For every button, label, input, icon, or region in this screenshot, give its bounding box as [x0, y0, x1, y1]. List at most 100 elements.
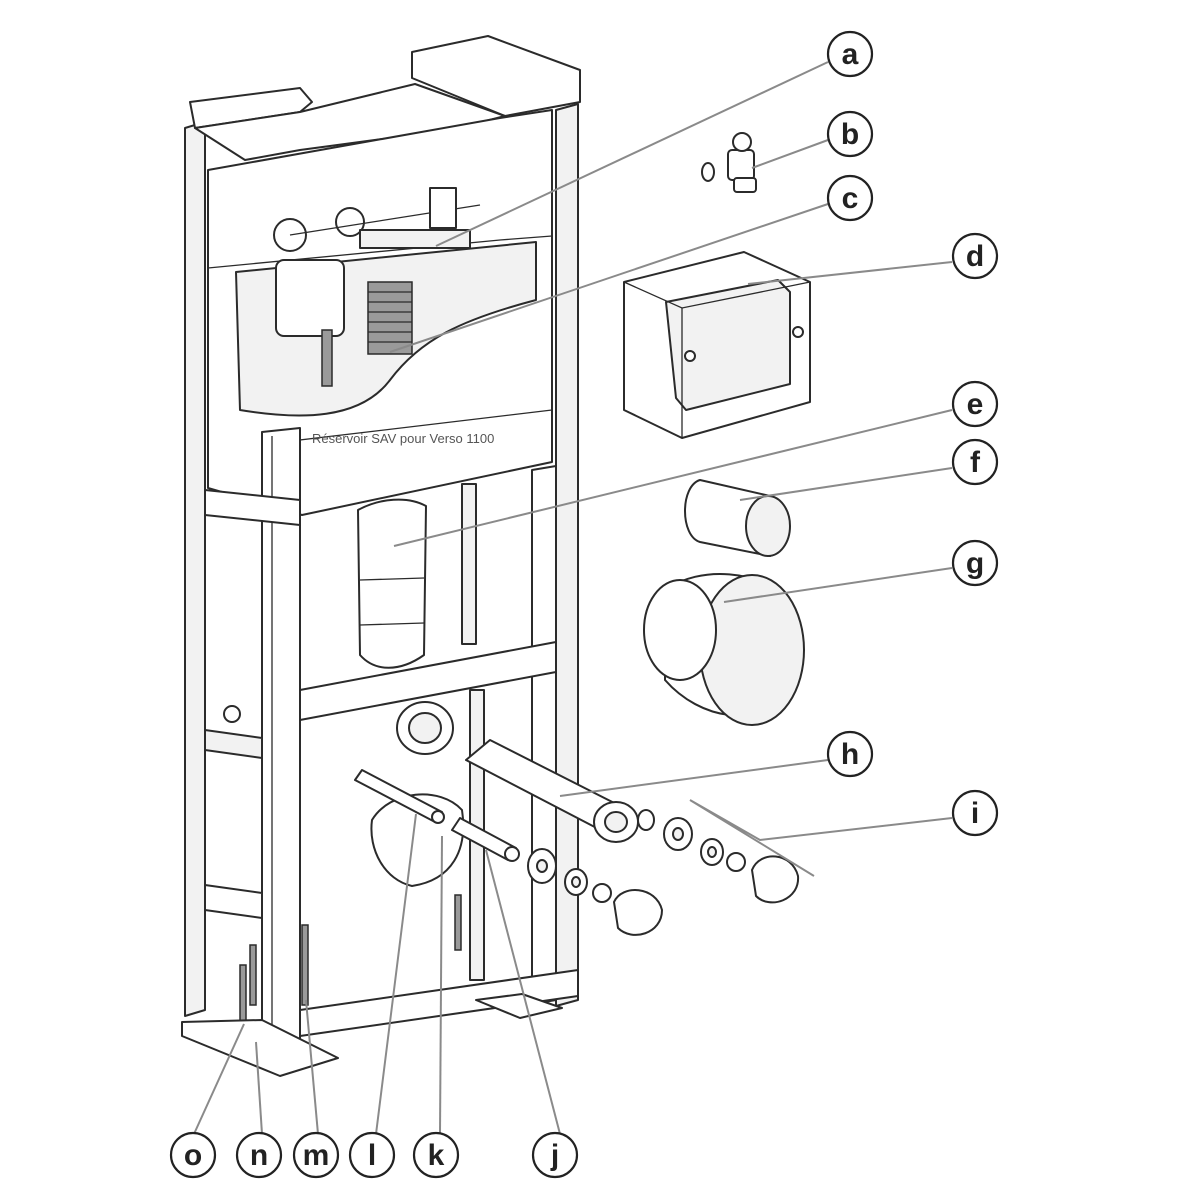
rear-left-post [184, 121, 206, 1017]
leader-line-e [393, 409, 953, 547]
callout-o-circle [169, 1131, 217, 1179]
callout-c: c [826, 174, 874, 222]
callout-l-circle [348, 1131, 396, 1179]
callout-o-label: o [184, 1139, 202, 1172]
callout-a-label: a [842, 38, 859, 71]
callout-a: a [826, 30, 874, 78]
nut-upper [726, 852, 746, 872]
dome-cap-lower [613, 889, 663, 936]
leader-line-g [723, 567, 953, 603]
callout-i: i [951, 789, 999, 837]
sleeve-end [745, 495, 791, 557]
callout-h: h [826, 730, 874, 778]
callout-j-label: j [550, 1139, 559, 1172]
anchor-bolt-mid [301, 924, 309, 1006]
callout-a-circle [826, 30, 874, 78]
callout-b-circle [826, 110, 874, 158]
right-foot-plate [475, 993, 563, 1019]
connector-pipe-bore [604, 811, 628, 833]
leader-line-d [747, 261, 953, 285]
fixings-part [527, 809, 800, 936]
large-ring-part [643, 573, 805, 726]
anchor-bolt-right [454, 894, 462, 951]
leader-lines [193, 61, 953, 1135]
callout-g-circle [951, 539, 999, 587]
callout-l-label: l [368, 1139, 376, 1172]
leader-line-f [739, 467, 953, 501]
lower-left-crossbar [204, 884, 263, 919]
callout-i-label: i [971, 797, 979, 830]
callout-h-circle [826, 730, 874, 778]
left-mid-bracket [204, 729, 263, 759]
pipe-seal-ring [637, 809, 655, 831]
washer-lower-1-hole [536, 859, 548, 873]
cistern-caption: Réservoir SAV pour Verso 1100 [312, 431, 494, 446]
washer-upper-1-hole [672, 827, 684, 841]
callout-f-label: f [970, 446, 981, 479]
callout-g-label: g [966, 547, 984, 580]
threaded-stud-upper-end [431, 810, 445, 824]
callout-n-label: n [250, 1139, 268, 1172]
fill-valve-float [275, 259, 345, 337]
wc-frame-assembly: Réservoir SAV pour Verso 1100 [181, 35, 639, 1077]
leader-line-i [689, 799, 953, 877]
frame-top-left-cap [189, 87, 313, 129]
leader-line-c [389, 203, 829, 353]
fill-valve-threaded-rod [321, 329, 333, 387]
flush-pipe-joint-1 [359, 577, 425, 581]
front-right-post [531, 465, 557, 1005]
callout-o: o [169, 1131, 217, 1179]
leader-line-h [559, 759, 829, 797]
inspection-box-part [623, 251, 811, 439]
callout-k-circle [412, 1131, 460, 1179]
inspection-box-screw-hole-left [684, 350, 696, 362]
inspection-box-screw-hole-right [792, 326, 804, 338]
leader-line-n [255, 1041, 263, 1135]
callout-j-circle [531, 1131, 579, 1179]
angle-valve-outlet [733, 177, 757, 193]
flush-valve-knob [335, 207, 365, 237]
leader-line-m [305, 999, 319, 1135]
nut-lower [592, 883, 612, 903]
flush-pipe [357, 498, 427, 669]
flush-valve-bar [359, 229, 471, 249]
threaded-stud-lower-end [504, 846, 520, 862]
callout-b: b [826, 110, 874, 158]
flush-valve-coil-rings [368, 291, 412, 343]
callout-n-circle [235, 1131, 283, 1179]
sleeve-part [684, 479, 791, 557]
leader-line-o [193, 1023, 245, 1135]
callout-d-label: d [966, 240, 984, 273]
cistern-lid-edge [207, 235, 553, 269]
flush-pipe-joint-2 [359, 622, 425, 626]
callout-l: l [348, 1131, 396, 1179]
leader-line-a [435, 61, 829, 247]
upper-left-crossbar [204, 489, 301, 526]
dome-cap-upper [751, 855, 800, 904]
frame-nut-left [223, 705, 241, 723]
flush-valve-coil [367, 281, 413, 355]
callout-m: m [292, 1131, 340, 1179]
leader-line-j [485, 849, 561, 1135]
middle-crossbar [299, 641, 557, 721]
washer-upper-2-hole [707, 846, 717, 858]
callout-d: d [951, 232, 999, 280]
flush-mechanism-bracket [429, 187, 457, 229]
callout-n: n [235, 1131, 283, 1179]
callout-c-label: c [842, 182, 859, 215]
callout-m-label: m [303, 1139, 330, 1172]
callout-d-circle [951, 232, 999, 280]
callout-e-circle [951, 380, 999, 428]
callout-g: g [951, 539, 999, 587]
callout-k-label: k [428, 1139, 445, 1172]
callout-c-circle [826, 174, 874, 222]
angle-valve-body [727, 149, 755, 181]
waste-elbow-bore [408, 712, 442, 744]
angle-valve-washer [701, 162, 715, 182]
callout-i-circle [951, 789, 999, 837]
large-ring-back [643, 579, 717, 681]
leader-line-k [439, 835, 443, 1135]
callout-k: k [412, 1131, 460, 1179]
callout-h-label: h [841, 738, 859, 771]
